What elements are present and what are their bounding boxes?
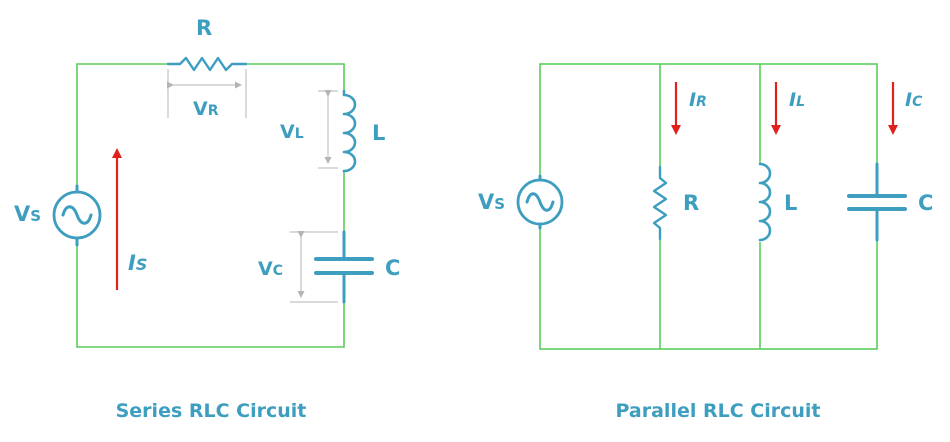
parallel-il-label: IL [789, 89, 805, 111]
series-wires [76, 63, 345, 348]
series-vr-label: VR [193, 98, 219, 120]
series-inductor [342, 89, 357, 173]
parallel-resistor [648, 165, 672, 241]
series-vl-label: VL [280, 121, 304, 143]
parallel-resistor-label: R [683, 191, 699, 215]
series-circuit: R VR L VL C [14, 16, 400, 422]
series-capacitor-label: C [385, 256, 400, 280]
parallel-capacitor-label: C [918, 191, 933, 215]
parallel-ir-label: IR [689, 89, 707, 111]
series-current-label: IS [128, 251, 147, 275]
series-ac-source-icon [52, 184, 102, 247]
parallel-inductor-label: L [784, 191, 797, 215]
parallel-inductor [750, 162, 776, 242]
parallel-caption: Parallel RLC Circuit [616, 400, 821, 422]
parallel-circuit: VS R L C IR IL IC Parallel RLC Circui [478, 63, 933, 422]
parallel-wires [539, 63, 878, 350]
series-resistor-label: R [196, 16, 212, 40]
parallel-ac-source-icon [513, 174, 567, 230]
series-capacitor [314, 230, 374, 304]
series-resistor [166, 56, 248, 72]
series-caption: Series RLC Circuit [116, 400, 307, 422]
parallel-source-label: VS [478, 190, 505, 214]
parallel-capacitor [847, 162, 907, 242]
series-inductor-label: L [372, 121, 385, 145]
series-vr-dimension [167, 69, 247, 118]
series-source-label: VS [14, 202, 41, 226]
parallel-ic-label: IC [905, 89, 923, 111]
series-vc-label: VC [258, 258, 283, 280]
series-vl-dimension [318, 90, 338, 169]
series-vc-dimension [290, 231, 338, 303]
